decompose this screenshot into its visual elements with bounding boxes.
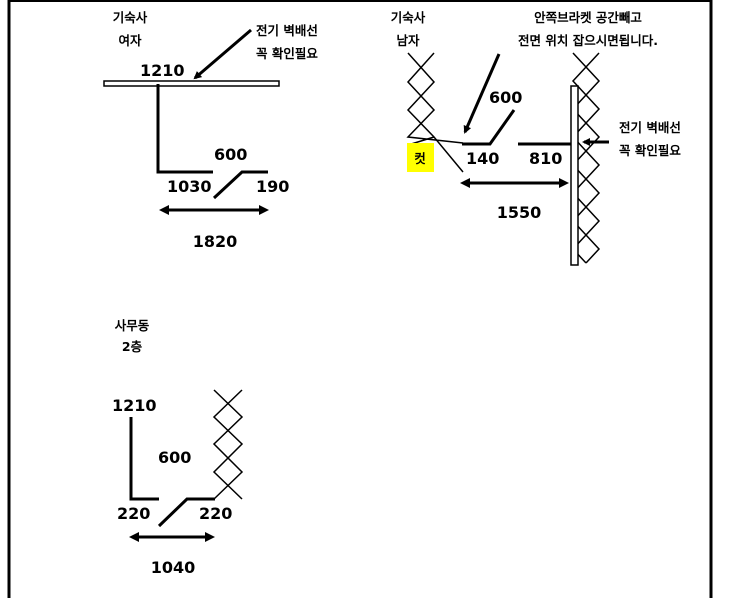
section-subtitle: 2층 [122,339,143,354]
dim-left: 220 [117,504,150,523]
wiring-note-line2: 꼭 확인필요 [256,46,318,61]
dim-right: 220 [199,504,232,523]
wiring-note-line1: 전기 벽배선 [619,120,681,135]
section-title: 기숙사 [391,10,426,25]
rail-line [129,417,159,501]
dim-left: 140 [466,149,499,168]
rail-slant [212,170,268,200]
dim-total: 1820 [193,232,238,251]
section-title: 기숙사 [113,10,148,25]
wall-bar [570,85,579,266]
section-title: 사무동 [115,318,150,333]
position-arrow [463,53,501,134]
wiring-note-line2: 꼭 확인필요 [619,143,681,158]
dim-diag: 600 [158,448,191,467]
section-dorm-male: 기숙사 남자 안쪽브라켓 공간빼고 전면 위치 잡으시면됩니다. 컷 600 1… [391,10,681,266]
rail-slant [462,109,516,146]
rail-slant [157,497,215,528]
dim-diag: 600 [489,88,522,107]
instruction-line2: 전면 위치 잡으시면됩니다. [518,33,658,48]
page-frame [7,0,713,598]
wiring-note-line1: 전기 벽배선 [256,23,318,38]
dim-right: 810 [529,149,562,168]
section-dorm-female: 기숙사 여자 전기 벽배선 꼭 확인필요 1210 600 1030 190 1… [103,10,318,251]
dim-top: 1210 [140,61,185,80]
dim-right: 190 [256,177,289,196]
section-subtitle: 여자 [118,33,142,48]
section-subtitle: 남자 [396,33,420,48]
note-arrow [193,28,252,80]
cut-label: 컷 [414,151,426,166]
cut-highlight [407,143,434,172]
rail-line [156,84,213,174]
fence-lattice [212,389,244,500]
instruction-line1: 안쪽브라켓 공간빼고 [534,10,642,25]
wall-bar [103,80,280,87]
dim-total: 1550 [497,203,542,222]
dim-top: 1210 [112,396,157,415]
section-office: 사무동 2층 1210 600 220 220 1040 [112,318,244,577]
dim-diag: 600 [214,145,247,164]
dim-left: 1030 [167,177,212,196]
dim-total: 1040 [151,558,196,577]
